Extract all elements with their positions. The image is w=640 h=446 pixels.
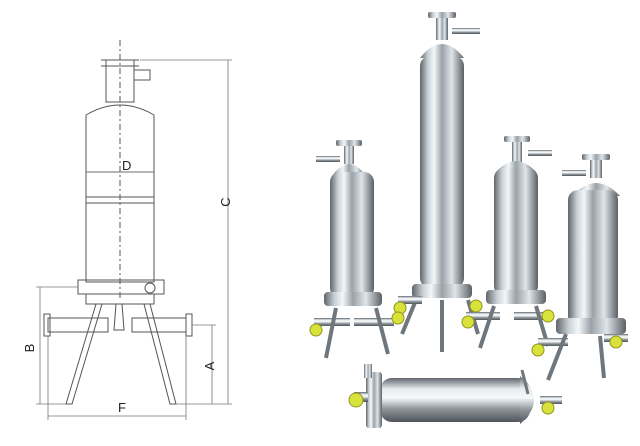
- dimension-label-f: F: [118, 400, 126, 415]
- yellow-cap: [309, 323, 323, 337]
- yellow-cap: [348, 392, 364, 408]
- filter-housing-middle: [461, 136, 555, 349]
- technical-drawing: [36, 40, 232, 420]
- drawing-right-outlet: [131, 317, 187, 333]
- drawing-left-leg: [65, 303, 103, 405]
- yellow-cap: [531, 343, 545, 357]
- dimension-label-a: A: [202, 361, 217, 370]
- dimension-label-d: D: [122, 158, 131, 173]
- yellow-cap: [609, 335, 623, 349]
- filter-housing-tall: [393, 12, 483, 352]
- yellow-cap: [541, 309, 555, 323]
- dimension-lines: [36, 59, 232, 420]
- yellow-cap: [391, 311, 405, 325]
- dimension-label-c: C: [218, 197, 233, 206]
- yellow-cap: [461, 315, 475, 329]
- drawing-left-outlet: [47, 317, 109, 333]
- dimension-label-b: B: [22, 344, 37, 353]
- product-photo: [309, 12, 628, 428]
- filter-housing-right: [531, 154, 628, 381]
- yellow-cap: [541, 401, 555, 415]
- filter-housing-left: [309, 140, 405, 359]
- drawing-housing: [85, 104, 155, 283]
- filter-housing-horizontal: [348, 364, 562, 428]
- yellow-cap: [469, 299, 483, 313]
- drawing-right-leg: [143, 303, 177, 405]
